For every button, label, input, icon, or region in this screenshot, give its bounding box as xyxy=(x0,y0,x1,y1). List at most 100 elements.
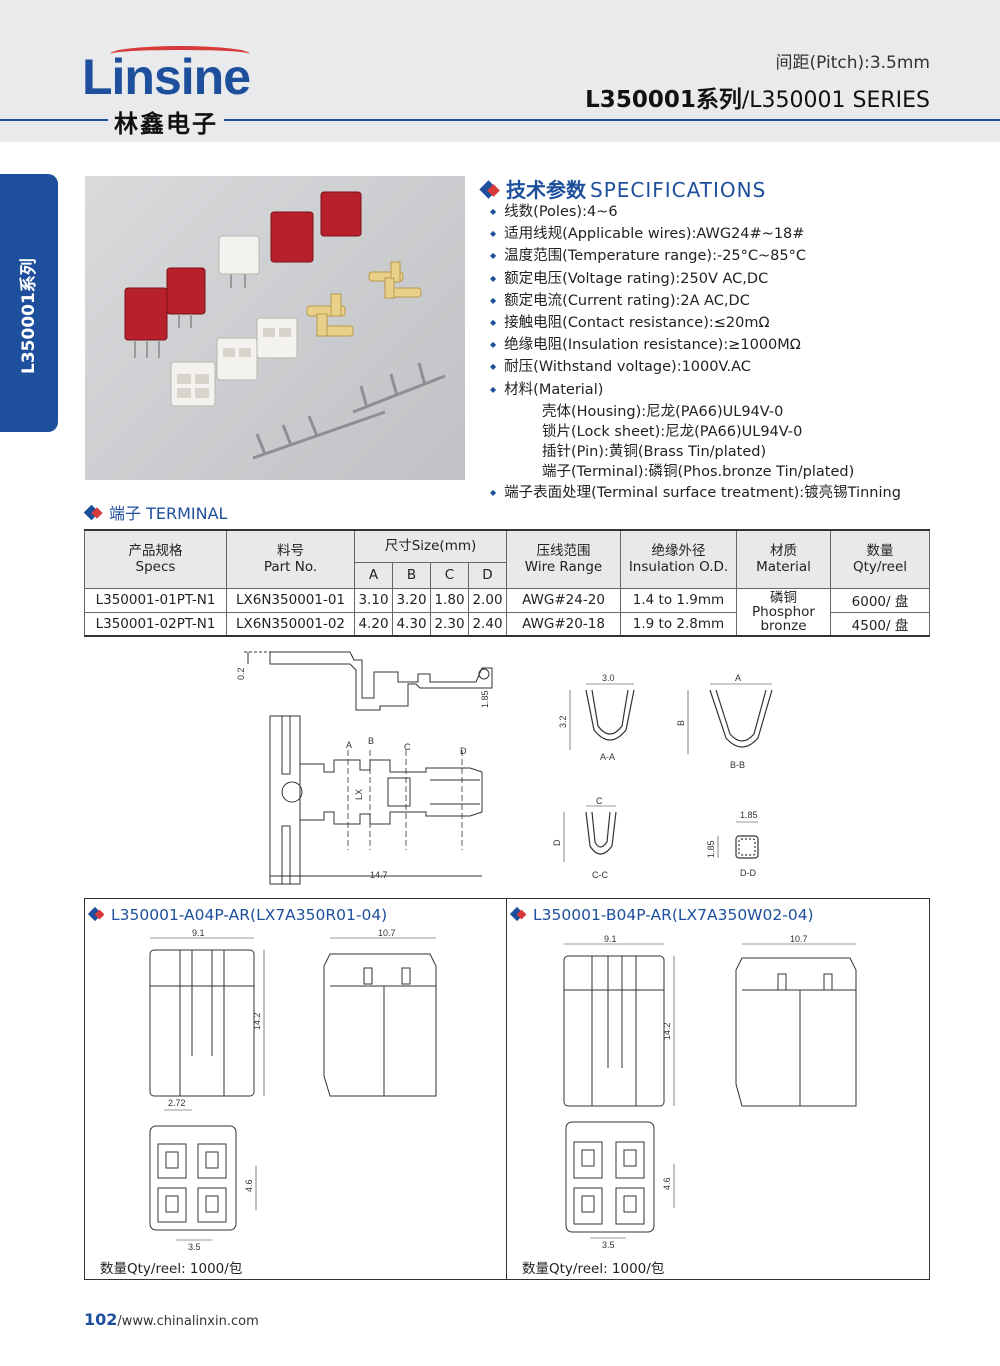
section-mark-b: B xyxy=(368,736,374,746)
page-footer: 102/www.chinalinxin.com xyxy=(84,1310,259,1329)
spec-item: 耐压(Withstand voltage):1000V.AC xyxy=(490,357,901,379)
cell-wire: AWG#20-18 xyxy=(506,611,621,637)
page-header: Linsine 林鑫电子 间距(Pitch):3.5mm L350001系列/L… xyxy=(0,0,1000,142)
box-left-title: L350001-A04P-AR(LX7A350R01-04) xyxy=(87,906,387,924)
col-ins-en: Insulation O.D. xyxy=(628,559,729,576)
section-mark-c: C xyxy=(404,742,411,752)
col-ins-cn: 绝缘外径 xyxy=(651,543,706,560)
lx-label: LX xyxy=(354,789,364,800)
material-item: 锁片(Lock sheet):尼龙(PA66)UL94V-0 xyxy=(542,424,803,441)
dim-14-2: 14.2 xyxy=(252,1012,262,1030)
material-en-1: Phosphor xyxy=(752,603,815,620)
terminal-title: 端子 TERMINAL xyxy=(83,500,227,524)
dim-10-7: 10.7 xyxy=(790,934,808,944)
cell-d: 2.00 xyxy=(468,587,507,613)
cell-part: LX6N350001-01 xyxy=(226,587,355,613)
dim-1-85-side: 1.85 xyxy=(706,840,716,858)
dim-3-0: 3.0 xyxy=(602,673,615,683)
col-specs-en: Specs xyxy=(135,559,176,576)
dim-9-1: 9.1 xyxy=(192,928,205,938)
cell-a: 4.20 xyxy=(354,611,393,637)
dim-1-85-top: 1.85 xyxy=(740,810,758,820)
table-row: L350001-02PT-N1 LX6N350001-02 4.20 4.30 … xyxy=(84,611,930,637)
spec-item: 端子表面处理(Terminal surface treatment):镀亮锡Ti… xyxy=(490,483,901,505)
col-size: 尺寸Size(mm) xyxy=(354,529,507,563)
cell-qty: 6000/ 盘 xyxy=(830,587,930,613)
col-material-en: Material xyxy=(756,559,811,576)
spec-item: 额定电流(Current rating):2A AC,DC xyxy=(490,291,901,313)
header-rule xyxy=(0,119,1000,121)
series-title-rest: /L350001 SERIES xyxy=(741,88,930,113)
spec-item: 线数(Poles):4~6 xyxy=(490,202,901,224)
housing-b-drawing: 9.1 10.7 14.2 4.6 3.5 xyxy=(563,934,857,1250)
cell-c: 1.80 xyxy=(430,587,469,613)
spec-title-en: SPECIFICATIONS xyxy=(590,178,767,202)
cell-a: 3.10 xyxy=(354,587,393,613)
side-tab: L350001系列 xyxy=(0,174,58,432)
dim-4-6: 4.6 xyxy=(244,1179,254,1192)
dim-b: B xyxy=(676,720,686,726)
col-qty-cn: 数量 xyxy=(866,543,894,560)
dim-0-2: 0.2 xyxy=(236,667,246,680)
col-c: C xyxy=(430,561,469,589)
dim-9-1: 9.1 xyxy=(604,934,617,944)
spec-item: 绝缘电阻(Insulation resistance):≥1000MΩ xyxy=(490,335,901,357)
cell-part: LX6N350001-02 xyxy=(226,611,355,637)
spec-item: 适用线规(Applicable wires):AWG24#~18# xyxy=(490,224,901,246)
footer-url: /www.chinalinxin.com xyxy=(117,1314,259,1329)
cell-c: 2.30 xyxy=(430,611,469,637)
brand-name-cn: 林鑫电子 xyxy=(108,104,224,139)
col-wire-cn: 压线范围 xyxy=(536,543,591,560)
section-d-d: D-D xyxy=(740,868,756,878)
box-right-qty: 数量Qty/reel: 1000/包 xyxy=(522,1261,665,1277)
dim-d: D xyxy=(552,839,562,846)
col-part-cn: 料号 xyxy=(277,543,304,560)
material-item: 插针(Pin):黄铜(Brass Tin/plated) xyxy=(542,444,767,461)
dim-a: A xyxy=(735,673,741,683)
cell-d: 2.40 xyxy=(468,611,507,637)
material-item: 壳体(Housing):尼龙(PA66)UL94V-0 xyxy=(542,403,784,420)
brand-logo: Linsine xyxy=(82,49,251,105)
dim-c: C xyxy=(596,796,603,806)
pitch-label: 间距(Pitch):3.5mm xyxy=(775,53,930,73)
col-d: D xyxy=(468,561,507,589)
cell-qty: 4500/ 盘 xyxy=(830,611,930,637)
section-views: 3.0 3.2 A-A A B B-B C D C-C 1.85 1.85 D-… xyxy=(552,673,773,880)
cell-b: 3.20 xyxy=(392,587,431,613)
page-number: 102 xyxy=(84,1310,118,1329)
section-c-c: C-C xyxy=(592,870,608,880)
side-tab-label: L350001系列 xyxy=(19,258,39,374)
spec-item: 温度范围(Temperature range):-25°C~85°C xyxy=(490,246,901,268)
product-photo xyxy=(85,176,465,480)
box-divider xyxy=(506,898,507,1280)
dim-1-85: 1.85 xyxy=(480,690,490,708)
housing-drawings-box xyxy=(84,898,930,1280)
col-part-en: Part No. xyxy=(263,559,318,576)
dim-3-5: 3.5 xyxy=(188,1242,201,1252)
cell-ins: 1.4 to 1.9mm xyxy=(620,587,737,613)
col-material-cn: 材质 xyxy=(770,543,797,560)
table-row: L350001-01PT-N1 LX6N350001-01 3.10 3.20 … xyxy=(84,587,930,637)
dim-4-6: 4.6 xyxy=(662,1177,672,1190)
series-title-bold: L350001系列 xyxy=(585,87,742,113)
col-wire-en: Wire Range xyxy=(524,559,603,576)
col-qty-en: Qty/reel xyxy=(852,559,908,576)
box-right-title-text: L350001-B04P-AR(LX7A350W02-04) xyxy=(533,906,814,924)
section-a-a: A-A xyxy=(600,752,615,762)
cell-ins: 1.9 to 2.8mm xyxy=(620,611,737,637)
spec-item: 接触电阻(Contact resistance):≤20mΩ xyxy=(490,313,901,335)
dim-10-7: 10.7 xyxy=(378,928,396,938)
section-mark-d: D xyxy=(460,746,467,756)
col-b: B xyxy=(392,561,431,589)
material-item: 端子(Terminal):磷铜(Phos.bronze Tin/plated) xyxy=(542,464,855,481)
col-a: A xyxy=(354,561,393,589)
cell-b: 4.30 xyxy=(392,611,431,637)
